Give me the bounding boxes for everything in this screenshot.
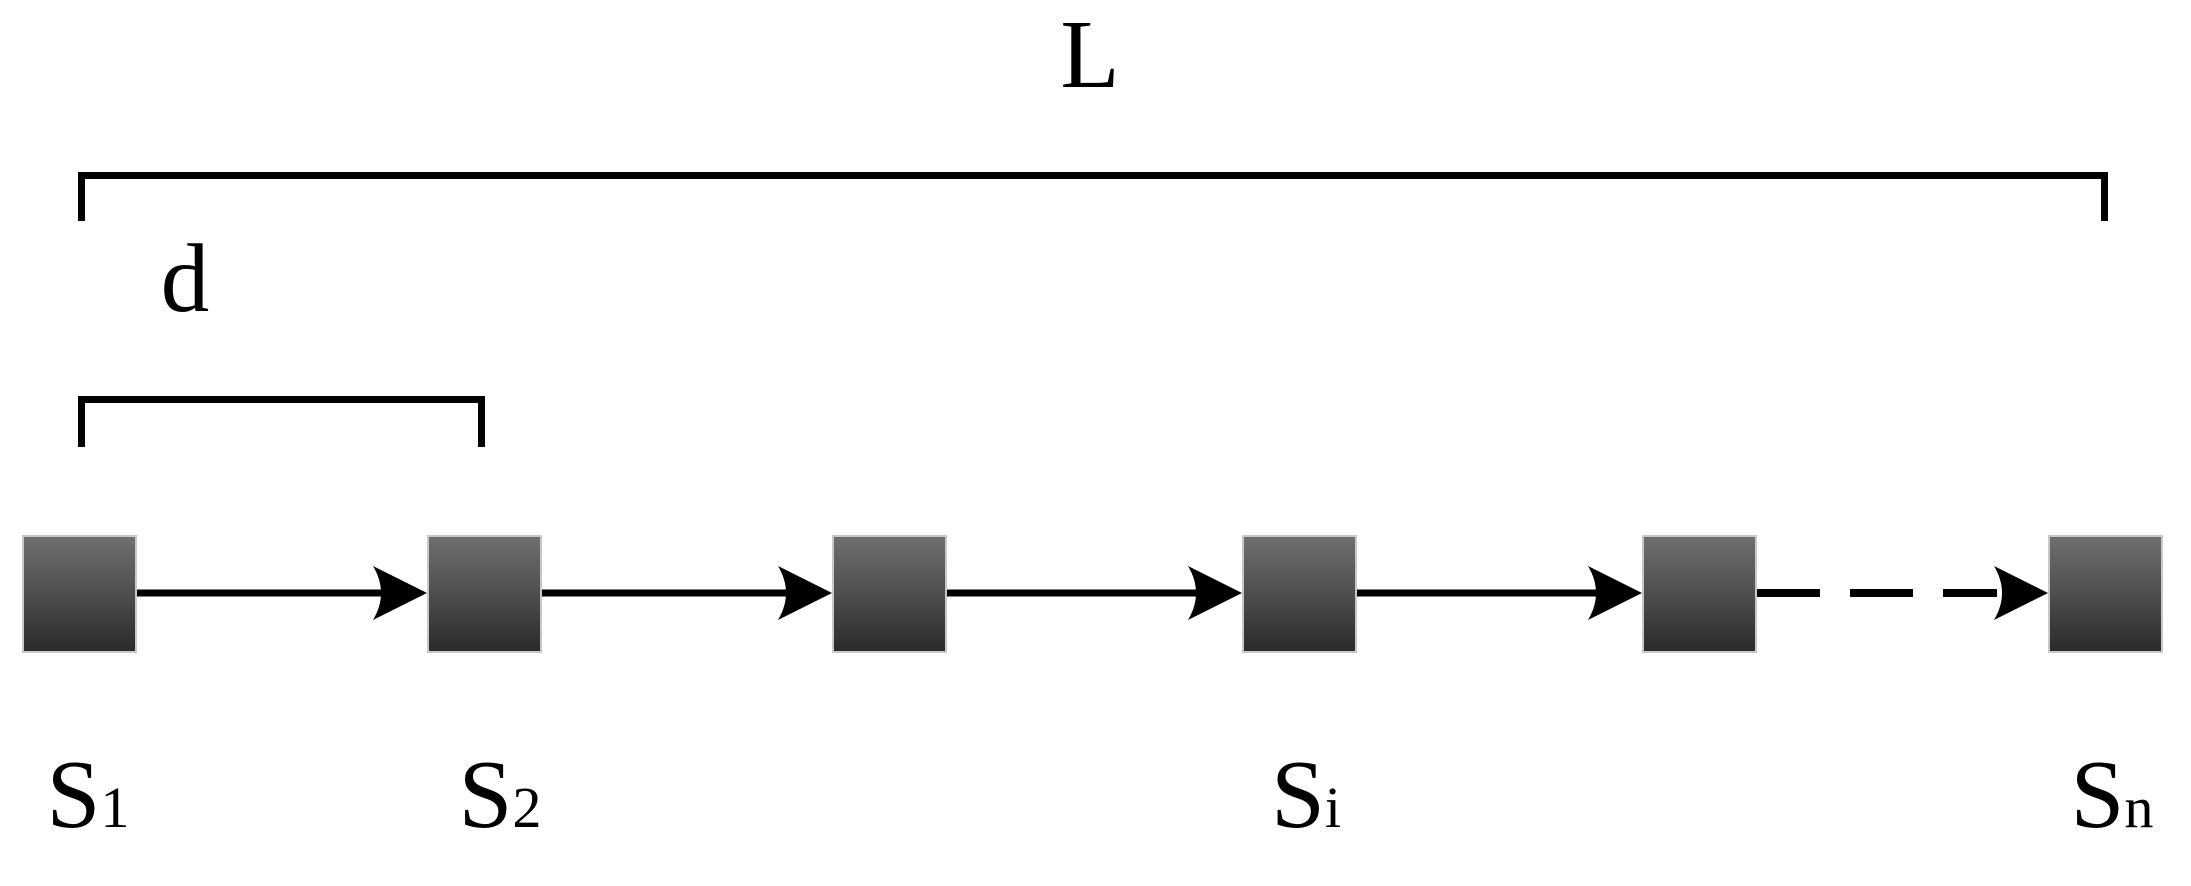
node-label-si: Si xyxy=(1226,746,1386,843)
arrow-connector-1 xyxy=(137,566,427,620)
label-subscript: 1 xyxy=(100,775,130,840)
label-subscript: n xyxy=(2124,775,2154,840)
spacing-label: d xyxy=(160,225,210,332)
node-label-sn: Sn xyxy=(2032,746,2191,843)
arrow-connector-4 xyxy=(1357,566,1642,620)
label-subscript: i xyxy=(1324,775,1342,840)
arrowhead-icon xyxy=(1588,566,1642,620)
total-length-label: L xyxy=(1060,1,1120,108)
node-square-4 xyxy=(1242,535,1357,653)
arrow-connector-3 xyxy=(947,566,1242,620)
spacing-bracket xyxy=(78,396,485,447)
node-square-5 xyxy=(1642,535,1757,653)
arrowhead-icon xyxy=(373,566,427,620)
arrowhead-icon xyxy=(778,566,832,620)
arrow-connector-2 xyxy=(542,566,832,620)
total-length-bracket xyxy=(78,172,2108,221)
label-main: S xyxy=(2070,741,2125,848)
node-square-2 xyxy=(427,535,542,653)
dashed-arrow-connector xyxy=(1757,566,2048,620)
label-subscript: 2 xyxy=(512,775,542,840)
label-main: S xyxy=(458,741,513,848)
arrowhead-icon xyxy=(1994,566,2048,620)
node-label-s1: S1 xyxy=(8,746,168,843)
label-main: S xyxy=(1270,741,1325,848)
node-square-6 xyxy=(2048,535,2163,653)
node-square-3 xyxy=(832,535,947,653)
label-main: S xyxy=(46,741,101,848)
arrowhead-icon xyxy=(1188,566,1242,620)
node-square-1 xyxy=(22,535,137,653)
node-label-s2: S2 xyxy=(420,746,580,843)
